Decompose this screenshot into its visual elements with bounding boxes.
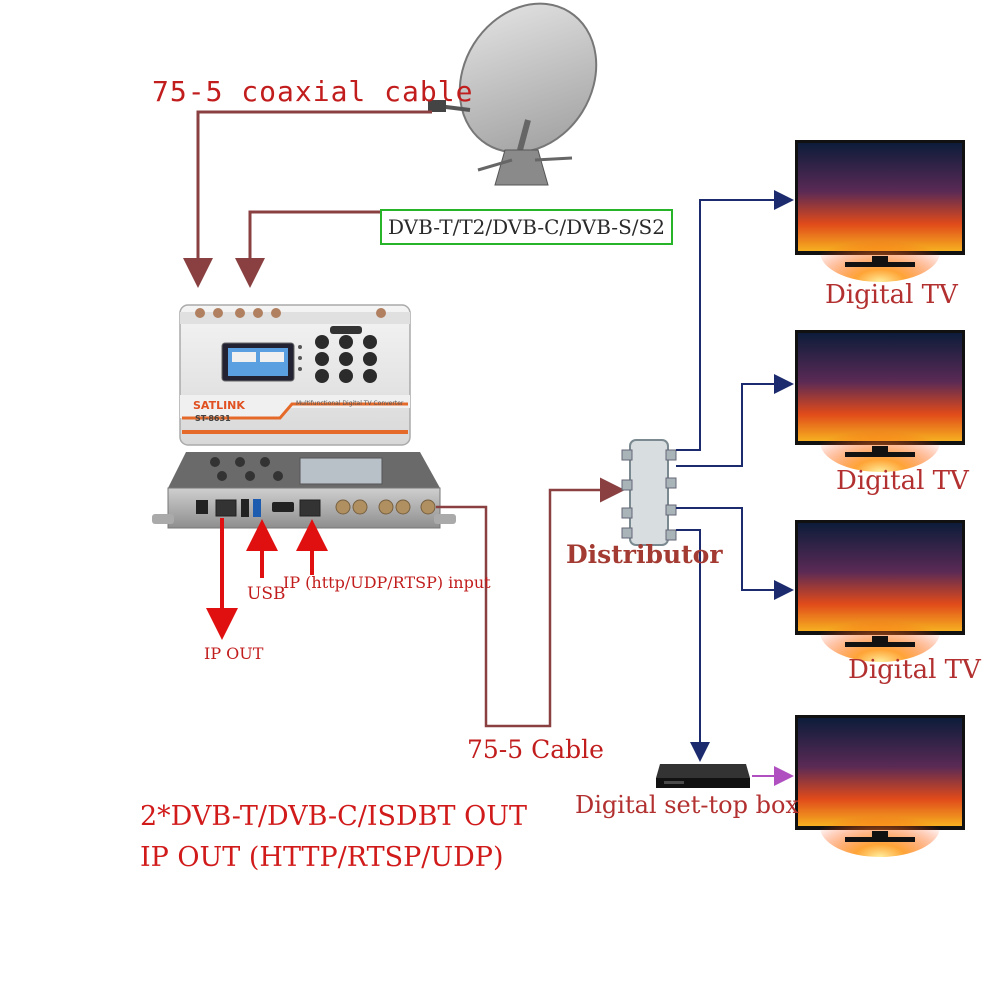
tv-screen-icon-4 [795, 715, 965, 857]
output-standards-line-1: 2*DVB-T/DVB-C/ISDBT OUT [140, 801, 527, 832]
usb-label: USB [247, 584, 286, 604]
distributor-label: Distributor [566, 540, 723, 569]
device-brand: SATLINK [193, 399, 245, 412]
converter-device-front: SATLINK ST-8631 Multifunctional Digital … [179, 304, 411, 446]
red-port-arrows [206, 518, 328, 640]
digital-tv-label-1: Digital TV [825, 280, 958, 310]
coax-cable-lines [183, 110, 432, 288]
device-model: ST-8631 [195, 414, 231, 423]
cable-label: 75-5 Cable [467, 735, 604, 764]
coax-cable-label: 75-5 coaxial cable [152, 75, 474, 108]
satellite-dish-icon [428, 2, 598, 186]
digital-tv-label-3: Digital TV [848, 655, 981, 685]
digital-tv-label-2: Digital TV [836, 466, 969, 496]
distributor-icon [621, 439, 677, 546]
tv-screen-icon-2 [795, 330, 965, 472]
output-cable-line [436, 477, 625, 728]
tv-screen-icon-1 [795, 140, 965, 282]
set-top-box-icon [656, 764, 750, 788]
ip-input-label: IP (http/UDP/RTSP) input [283, 573, 491, 592]
distribution-lines [676, 190, 794, 762]
ip-out-label: IP OUT [204, 644, 264, 663]
input-standards-label: DVB-T/T2/DVB-C/DVB-S/S2 [380, 209, 673, 245]
tv-screen-icon-3 [795, 520, 965, 662]
set-top-box-label: Digital set-top box [575, 791, 799, 819]
device-subtitle: Multifunctional Digital TV Converter [296, 400, 404, 407]
converter-device-rear [152, 452, 456, 529]
output-standards-line-2: IP OUT (HTTP/RTSP/UDP) [140, 842, 504, 873]
